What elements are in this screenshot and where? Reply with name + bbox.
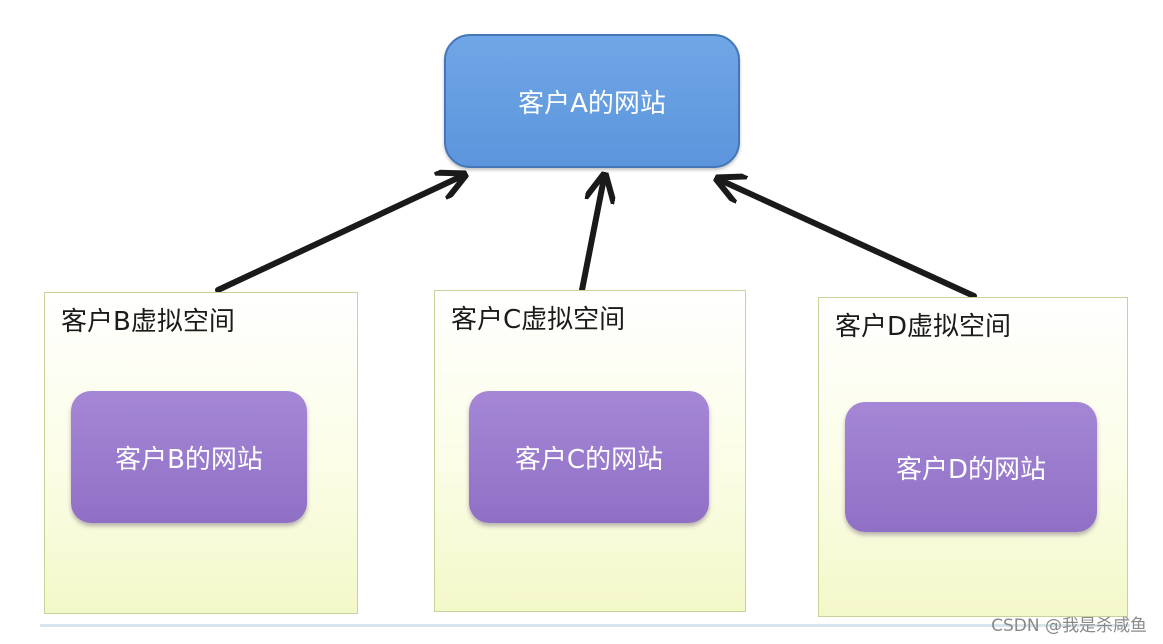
customer-c-website-node: 客户C的网站 (469, 391, 709, 523)
arrow-b-to-a (215, 176, 462, 293)
customer-d-website-label: 客户D的网站 (895, 454, 1047, 485)
customer-b-website-label: 客户B的网站 (115, 444, 263, 475)
arrow-c-to-a (579, 178, 604, 293)
customer-b-space-title: 客户B虚拟空间 (61, 307, 235, 337)
customer-a-website-node: 客户A的网站 (444, 34, 740, 168)
bottom-divider (40, 624, 1130, 627)
customer-d-space-title: 客户D虚拟空间 (835, 312, 1012, 342)
watermark: CSDN @我是杀咸鱼 (991, 616, 1147, 636)
customer-a-website-label: 客户A的网站 (518, 88, 666, 119)
customer-b-website-node: 客户B的网站 (71, 391, 307, 523)
customer-d-virtual-space: 客户D虚拟空间 客户D的网站 (818, 297, 1128, 617)
customer-c-space-title: 客户C虚拟空间 (451, 305, 626, 335)
customer-c-virtual-space: 客户C虚拟空间 客户C的网站 (434, 290, 746, 612)
customer-c-website-label: 客户C的网站 (514, 444, 664, 475)
customer-d-website-node: 客户D的网站 (845, 402, 1097, 532)
arrow-d-to-a (720, 180, 977, 299)
customer-b-virtual-space: 客户B虚拟空间 客户B的网站 (44, 292, 358, 614)
